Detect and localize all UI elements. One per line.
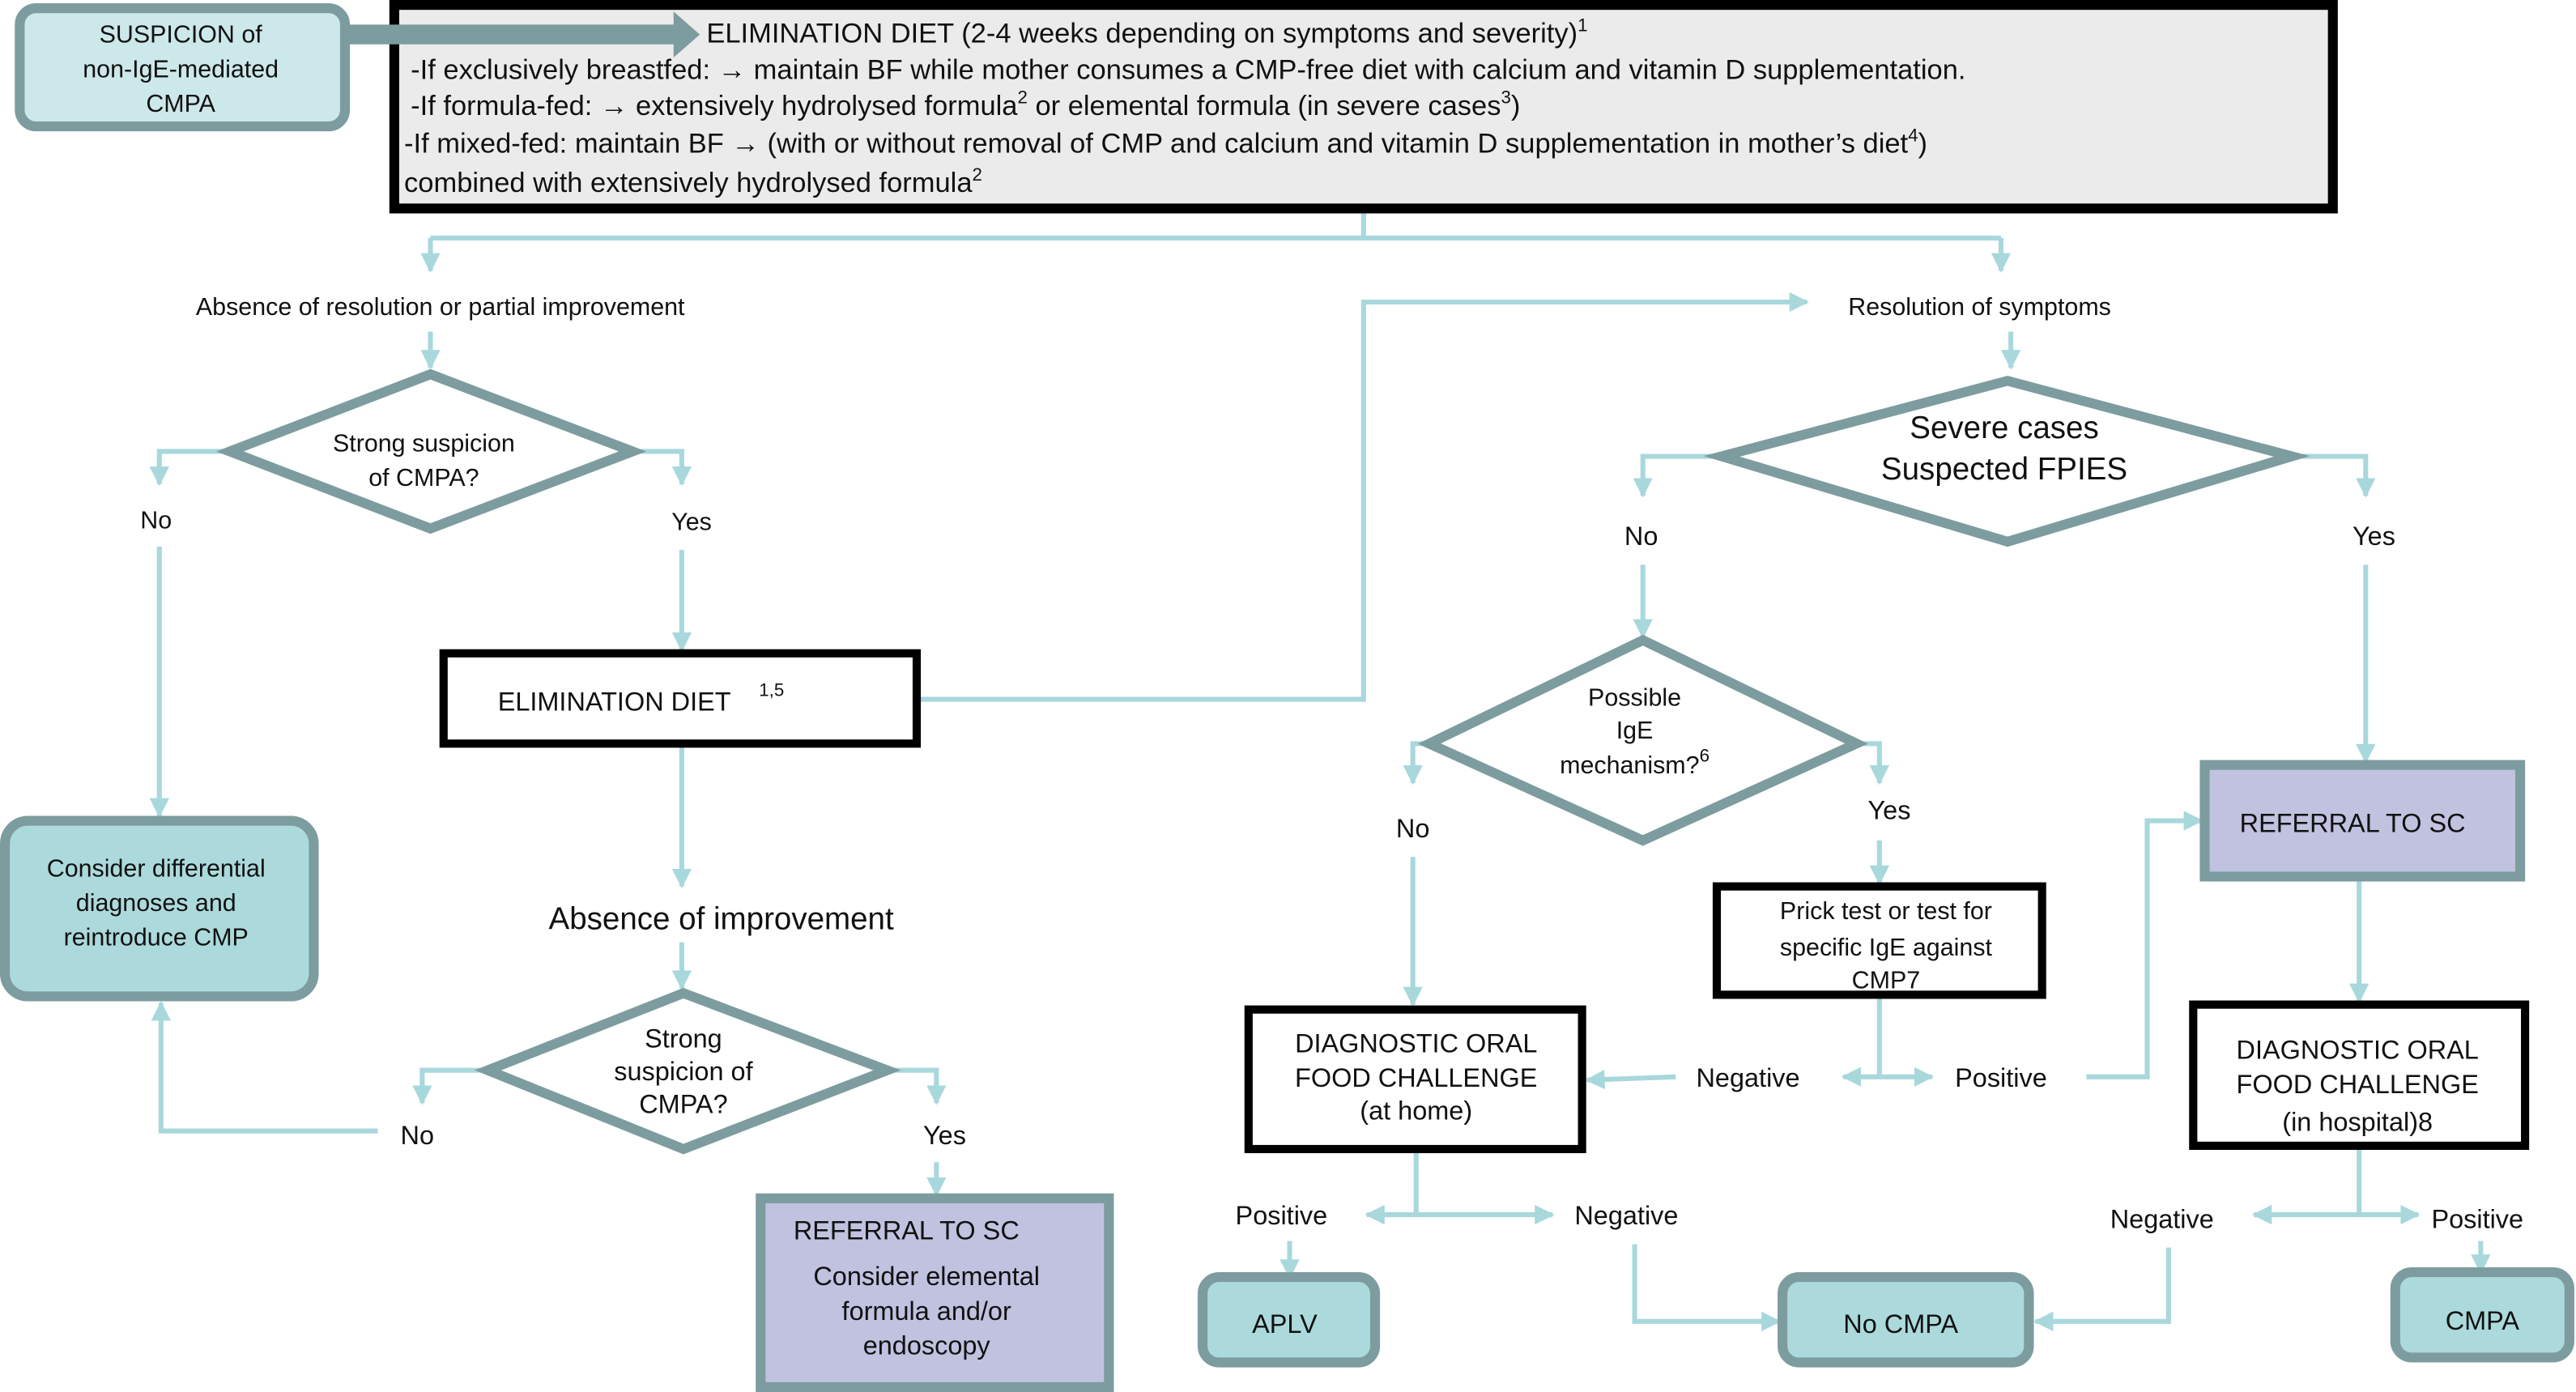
box-text: APLV bbox=[1252, 1309, 1318, 1339]
start-node-suspicion: SUSPICION of non-IgE-mediated CMPA bbox=[15, 3, 351, 132]
start-line: SUSPICION of bbox=[100, 21, 263, 49]
box-text: formula and/or bbox=[842, 1296, 1011, 1326]
decision-strong-suspicion-1: Strong suspicion of CMPA? bbox=[216, 368, 647, 534]
box-text: (in hospital)8 bbox=[2282, 1108, 2433, 1137]
box-text: CMP7 bbox=[1852, 966, 1921, 994]
connectors bbox=[149, 208, 2491, 1331]
label-resolution: Resolution of symptoms bbox=[1848, 293, 2111, 321]
box-text: specific IgE against bbox=[1780, 934, 1993, 961]
decision-text: CMPA? bbox=[639, 1089, 727, 1118]
decision-text: Strong suspicion bbox=[333, 429, 515, 457]
decision-text: Severe cases bbox=[1910, 411, 2098, 445]
box-text: Consider differential bbox=[47, 854, 266, 882]
label-yes: Yes bbox=[1868, 796, 1911, 825]
label-positive: Positive bbox=[1236, 1201, 1328, 1230]
label-no: No bbox=[140, 507, 172, 534]
box-text: Prick test or test for bbox=[1780, 897, 1992, 925]
label-no: No bbox=[1624, 521, 1658, 551]
box-ofc-hospital: DIAGNOSTIC ORAL FOOD CHALLENGE (in hospi… bbox=[2189, 1000, 2530, 1150]
label-absence-partial: Absence of resolution or partial improve… bbox=[196, 293, 685, 321]
start-line: non-IgE-mediated bbox=[83, 55, 279, 83]
box-text: CMPA bbox=[2446, 1306, 2520, 1335]
box-text: reintroduce CMP bbox=[64, 924, 249, 951]
label-no: No bbox=[1396, 814, 1429, 843]
header-line-formula: -If formula-fed: → extensively hydrolyse… bbox=[411, 87, 1520, 121]
label-absence-improvement: Absence of improvement bbox=[549, 901, 894, 936]
decision-strong-suspicion-2: Strong suspicion of CMPA? bbox=[475, 987, 901, 1155]
box-text: REFERRAL TO SC bbox=[2240, 809, 2466, 838]
label-negative: Negative bbox=[1574, 1201, 1678, 1230]
header-line-combined: combined with extensively hydrolysed for… bbox=[404, 164, 982, 198]
decision-text: Suspected FPIES bbox=[1881, 452, 2127, 487]
box-text: endoscopy bbox=[863, 1330, 991, 1360]
box-text: FOOD CHALLENGE bbox=[2237, 1070, 2479, 1099]
outcome-no-cmpa: No CMPA bbox=[1778, 1272, 2034, 1368]
label-positive: Positive bbox=[2431, 1204, 2523, 1233]
elimination-diet-header-box: ELIMINATION DIET (2-4 weeks depending on… bbox=[345, 0, 2338, 214]
referral-sc-box: REFERRAL TO SC bbox=[2199, 760, 2526, 882]
box-text: DIAGNOSTIC ORAL bbox=[2237, 1036, 2479, 1065]
header-line-mixed: -If mixed-fed: maintain BF → (with or wi… bbox=[404, 125, 1927, 159]
decision-text: Possible bbox=[1588, 684, 1681, 712]
label-negative: Negative bbox=[1696, 1063, 1799, 1092]
box-ofc-home: DIAGNOSTIC ORAL FOOD CHALLENGE (at home) bbox=[1244, 1005, 1586, 1154]
box-prick-test: Prick test or test for specific IgE agai… bbox=[1712, 882, 2046, 999]
box-text: (at home) bbox=[1360, 1096, 1472, 1126]
box-title: REFERRAL TO SC bbox=[794, 1215, 1020, 1245]
label-positive: Positive bbox=[1955, 1063, 2047, 1092]
box-text: DIAGNOSTIC ORAL bbox=[1295, 1028, 1537, 1058]
box-text: ELIMINATION DIET bbox=[498, 687, 731, 717]
outcome-aplv: APLV bbox=[1197, 1272, 1381, 1368]
header-line-breastfed: -If exclusively breastfed: → maintain BF… bbox=[411, 54, 1965, 85]
label-yes: Yes bbox=[671, 509, 712, 536]
big-arrow-icon bbox=[345, 11, 700, 57]
referral-sc-elemental: REFERRAL TO SC Consider elemental formul… bbox=[756, 1193, 1114, 1392]
decision-text: Strong bbox=[645, 1024, 722, 1053]
decision-text: of CMPA? bbox=[368, 464, 479, 492]
box-text: No CMPA bbox=[1843, 1309, 1958, 1339]
box-text: diagnoses and bbox=[76, 889, 236, 917]
box-elimination-diet: ELIMINATION DIET 1,5 bbox=[439, 649, 922, 748]
label-no: No bbox=[401, 1121, 434, 1150]
label-yes: Yes bbox=[923, 1121, 966, 1150]
decision-text: mechanism?6 bbox=[1560, 746, 1710, 779]
start-line: CMPA bbox=[146, 90, 215, 117]
outcome-differential-diagnoses: Consider differential diagnoses and rein… bbox=[0, 815, 319, 1002]
outcome-cmpa: CMPA bbox=[2390, 1266, 2574, 1363]
header-title: ELIMINATION DIET (2-4 weeks depending on… bbox=[706, 15, 1587, 49]
label-yes: Yes bbox=[2352, 521, 2395, 551]
decision-text: suspicion of bbox=[614, 1057, 753, 1086]
decision-severe-fpies: Severe cases Suspected FPIES bbox=[1703, 376, 2310, 547]
decision-text: IgE bbox=[1616, 717, 1654, 744]
footnote-sup: 1,5 bbox=[759, 680, 784, 700]
box-text: Consider elemental bbox=[813, 1262, 1040, 1291]
decision-ige-mechanism: Possible IgE mechanism?6 bbox=[1417, 634, 1868, 846]
label-negative: Negative bbox=[2110, 1204, 2214, 1233]
box-text: FOOD CHALLENGE bbox=[1295, 1063, 1537, 1092]
